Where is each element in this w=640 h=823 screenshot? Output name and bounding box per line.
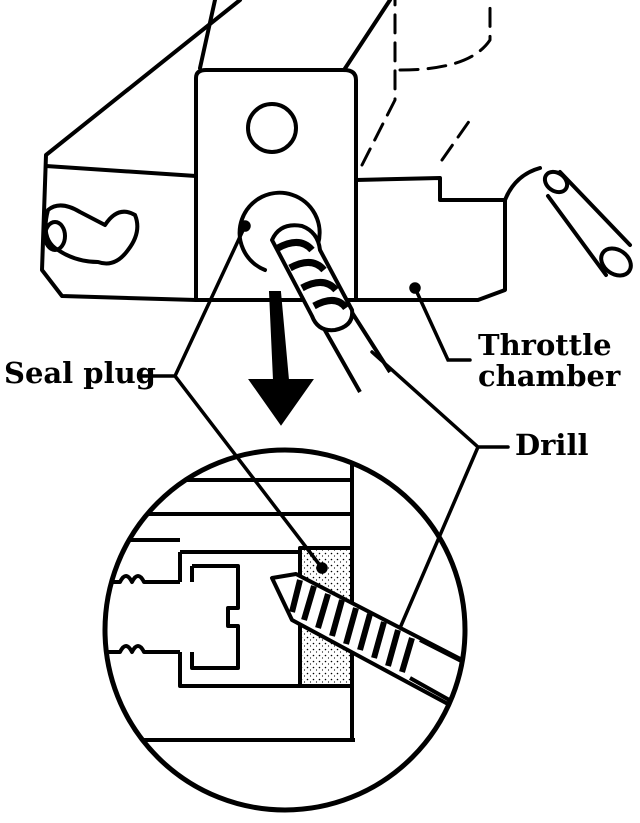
leader-seal-plug [138,224,324,570]
arrow-down-icon [248,291,314,426]
right-nozzle-top [542,169,570,195]
drill-upper-spiral [276,239,349,311]
detail-bolt [178,550,302,688]
seal-plug-outline [237,190,322,272]
detail-thread-bottom [105,644,180,654]
right-nozzle-end [599,246,633,278]
housing-left-body [40,0,242,302]
left-nozzle [43,203,140,266]
housing-top-edge [198,0,217,70]
leader-drill [370,350,510,630]
label-throttle-chamber: Throttle chamber [478,330,620,392]
left-nozzle-bore [43,220,67,252]
label-drill: Drill [515,428,589,462]
throttle-body-assembly [40,0,633,302]
right-nozzle [546,170,632,277]
housing-left-edge [44,164,198,178]
leader-seal-plug-dot-lower [316,562,328,574]
drill-upper-flutes [270,223,355,333]
leader-seal-plug-dot-upper [239,220,251,232]
label-throttle-chamber-line2: chamber [478,359,621,393]
center-block [194,68,358,302]
detail-top-lines [105,478,352,542]
drill-upper [270,223,392,393]
leader-throttle-dot [409,282,421,294]
housing-right-top [342,0,392,72]
housing-right-inner [354,176,507,202]
leader-lines [138,220,510,630]
magnified-detail [102,447,468,813]
detail-drill-flutes [289,579,415,673]
detail-thread-top [105,574,180,584]
housing-right-slope [503,166,542,202]
label-throttle-chamber-line1: Throttle [478,328,612,362]
label-seal-plug: Seal plug [4,356,156,390]
housing-dashed-edge [360,0,492,167]
magnifier-circle [102,447,468,813]
leader-throttle-chamber [413,286,472,362]
upper-port-hole [246,102,298,154]
